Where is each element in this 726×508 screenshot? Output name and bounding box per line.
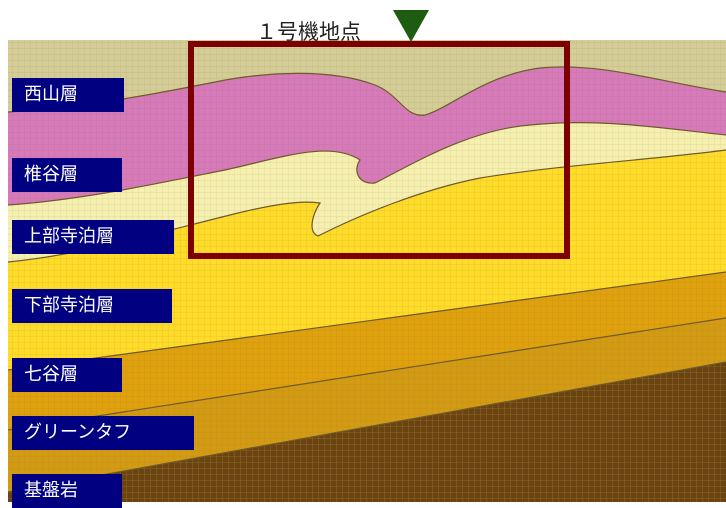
formation-label-shiiya: 椎谷層 xyxy=(12,158,122,192)
formation-label-lower-teradomari: 下部寺泊層 xyxy=(12,289,172,323)
formation-label-basement: 基盤岩 xyxy=(12,474,122,508)
formation-label-nishiyama: 西山層 xyxy=(12,78,124,112)
site-marker-icon xyxy=(393,10,429,42)
formation-label-upper-teradomari: 上部寺泊層 xyxy=(12,220,174,254)
highlight-box xyxy=(188,41,570,259)
formation-label-nanatani: 七谷層 xyxy=(12,358,122,392)
formation-label-green-tuff: グリーンタフ xyxy=(12,416,194,450)
site-label: １号機地点 xyxy=(256,20,361,44)
